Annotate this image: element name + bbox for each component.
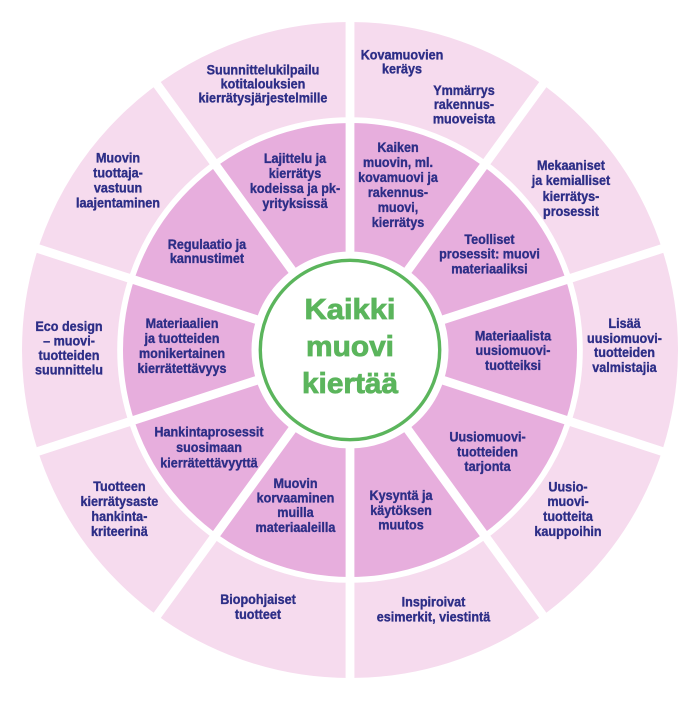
svg-text:muovi: muovi (306, 330, 394, 362)
svg-text:ja tuotteiden: ja tuotteiden (144, 330, 220, 346)
svg-text:Materiaalien: Materiaalien (146, 315, 219, 331)
svg-text:kierrätys: kierrätys (269, 165, 322, 181)
svg-text:materiaaliksi: materiaaliksi (451, 261, 527, 277)
svg-text:Biopohjaiset: Biopohjaiset (220, 591, 296, 607)
svg-text:suosimaan: suosimaan (176, 439, 242, 455)
svg-text:Muovin: Muovin (273, 475, 317, 491)
svg-text:uusiomuovi-: uusiomuovi- (476, 342, 551, 358)
svg-text:kierrätys: kierrätys (372, 214, 425, 230)
svg-text:vastuun: vastuun (94, 180, 142, 196)
svg-text:kierrätettävyys: kierrätettävyys (138, 360, 227, 376)
svg-text:Suunnittelukilpailu: Suunnittelukilpailu (207, 62, 320, 78)
svg-text:Uusiomuovi-: Uusiomuovi- (449, 428, 526, 444)
svg-text:tuotteet: tuotteet (235, 606, 282, 622)
svg-text:Teolliset: Teolliset (464, 231, 514, 247)
svg-text:uusiomuovi-: uusiomuovi- (587, 330, 662, 346)
svg-text:muovi,: muovi, (378, 199, 419, 215)
svg-text:kotitalouksien: kotitalouksien (221, 76, 306, 92)
svg-text:Kaiken: Kaiken (377, 139, 418, 155)
svg-text:Inspiroivat: Inspiroivat (402, 593, 466, 609)
svg-text:materiaaleilla: materiaaleilla (256, 519, 336, 535)
svg-text:tuotteiden: tuotteiden (457, 443, 518, 459)
svg-text:tarjonta: tarjonta (464, 458, 510, 474)
svg-text:muovin, ml.: muovin, ml. (363, 154, 433, 170)
svg-text:prosessit: prosessit (543, 203, 599, 219)
svg-text:Muovin: Muovin (96, 150, 140, 166)
svg-text:Kysyntä ja: Kysyntä ja (370, 487, 433, 503)
svg-text:muovi-: muovi- (547, 493, 589, 509)
svg-text:Materiaalista: Materiaalista (475, 327, 551, 343)
svg-text:rakennus-: rakennus- (434, 96, 494, 112)
svg-text:Mekaaniset: Mekaaniset (537, 157, 605, 173)
svg-text:Uusio-: Uusio- (548, 478, 587, 494)
svg-text:suunnittelu: suunnittelu (35, 362, 103, 378)
svg-text:hankinta-: hankinta- (91, 508, 147, 524)
svg-text:korvaaminen: korvaaminen (257, 490, 335, 506)
svg-text:monikertainen: monikertainen (139, 345, 225, 361)
svg-text:Regulaatio ja: Regulaatio ja (168, 236, 247, 252)
svg-text:Kaikki: Kaikki (305, 293, 396, 325)
svg-text:prosessit: muovi: prosessit: muovi (439, 246, 540, 262)
svg-text:– muovi-: – muovi- (43, 333, 95, 349)
svg-text:kierrätysaste: kierrätysaste (81, 493, 159, 509)
svg-text:Hankintaprosessit: Hankintaprosessit (154, 423, 264, 439)
svg-text:kovamuovi ja: kovamuovi ja (358, 169, 438, 185)
svg-text:tuotteiksi: tuotteiksi (485, 357, 541, 373)
svg-text:rakennus-: rakennus- (368, 184, 428, 200)
svg-text:valmistajia: valmistajia (592, 359, 657, 375)
svg-text:tuotteiden: tuotteiden (39, 347, 100, 363)
svg-text:Tuotteen: Tuotteen (93, 478, 145, 494)
svg-text:kriteerinä: kriteerinä (91, 523, 148, 539)
svg-text:kierrätettävyyttä: kierrätettävyyttä (160, 454, 258, 470)
svg-text:tuotteiden: tuotteiden (594, 344, 655, 360)
svg-text:kodeissa ja pk-: kodeissa ja pk- (250, 180, 341, 196)
svg-text:ja kemialliset: ja kemialliset (531, 172, 611, 188)
svg-text:keräys: keräys (382, 61, 422, 77)
svg-text:muutos: muutos (378, 517, 424, 533)
svg-text:muilla: muilla (277, 504, 314, 520)
svg-text:tuottaja-: tuottaja- (93, 165, 143, 181)
svg-text:Lajittelu ja: Lajittelu ja (264, 150, 326, 166)
svg-text:yrityksissä: yrityksissä (262, 195, 327, 211)
svg-text:kannustimet: kannustimet (170, 250, 244, 266)
svg-text:Eco design: Eco design (35, 318, 102, 334)
svg-text:kierrätys-: kierrätys- (543, 188, 600, 204)
svg-text:käytöksen: käytöksen (370, 502, 432, 518)
svg-text:laajentaminen: laajentaminen (76, 195, 160, 211)
svg-text:Kovamuovien: Kovamuovien (361, 46, 444, 62)
svg-text:kiertää: kiertää (302, 367, 398, 399)
svg-text:kauppoihin: kauppoihin (534, 523, 601, 539)
svg-text:kierrätysjärjestelmille: kierrätysjärjestelmille (199, 90, 328, 106)
svg-text:muoveista: muoveista (433, 111, 495, 127)
svg-text:esimerkit, viestintä: esimerkit, viestintä (377, 609, 491, 625)
svg-text:Ymmärrys: Ymmärrys (433, 82, 495, 98)
svg-text:Lisää: Lisää (608, 315, 640, 331)
svg-text:tuotteita: tuotteita (543, 508, 593, 524)
